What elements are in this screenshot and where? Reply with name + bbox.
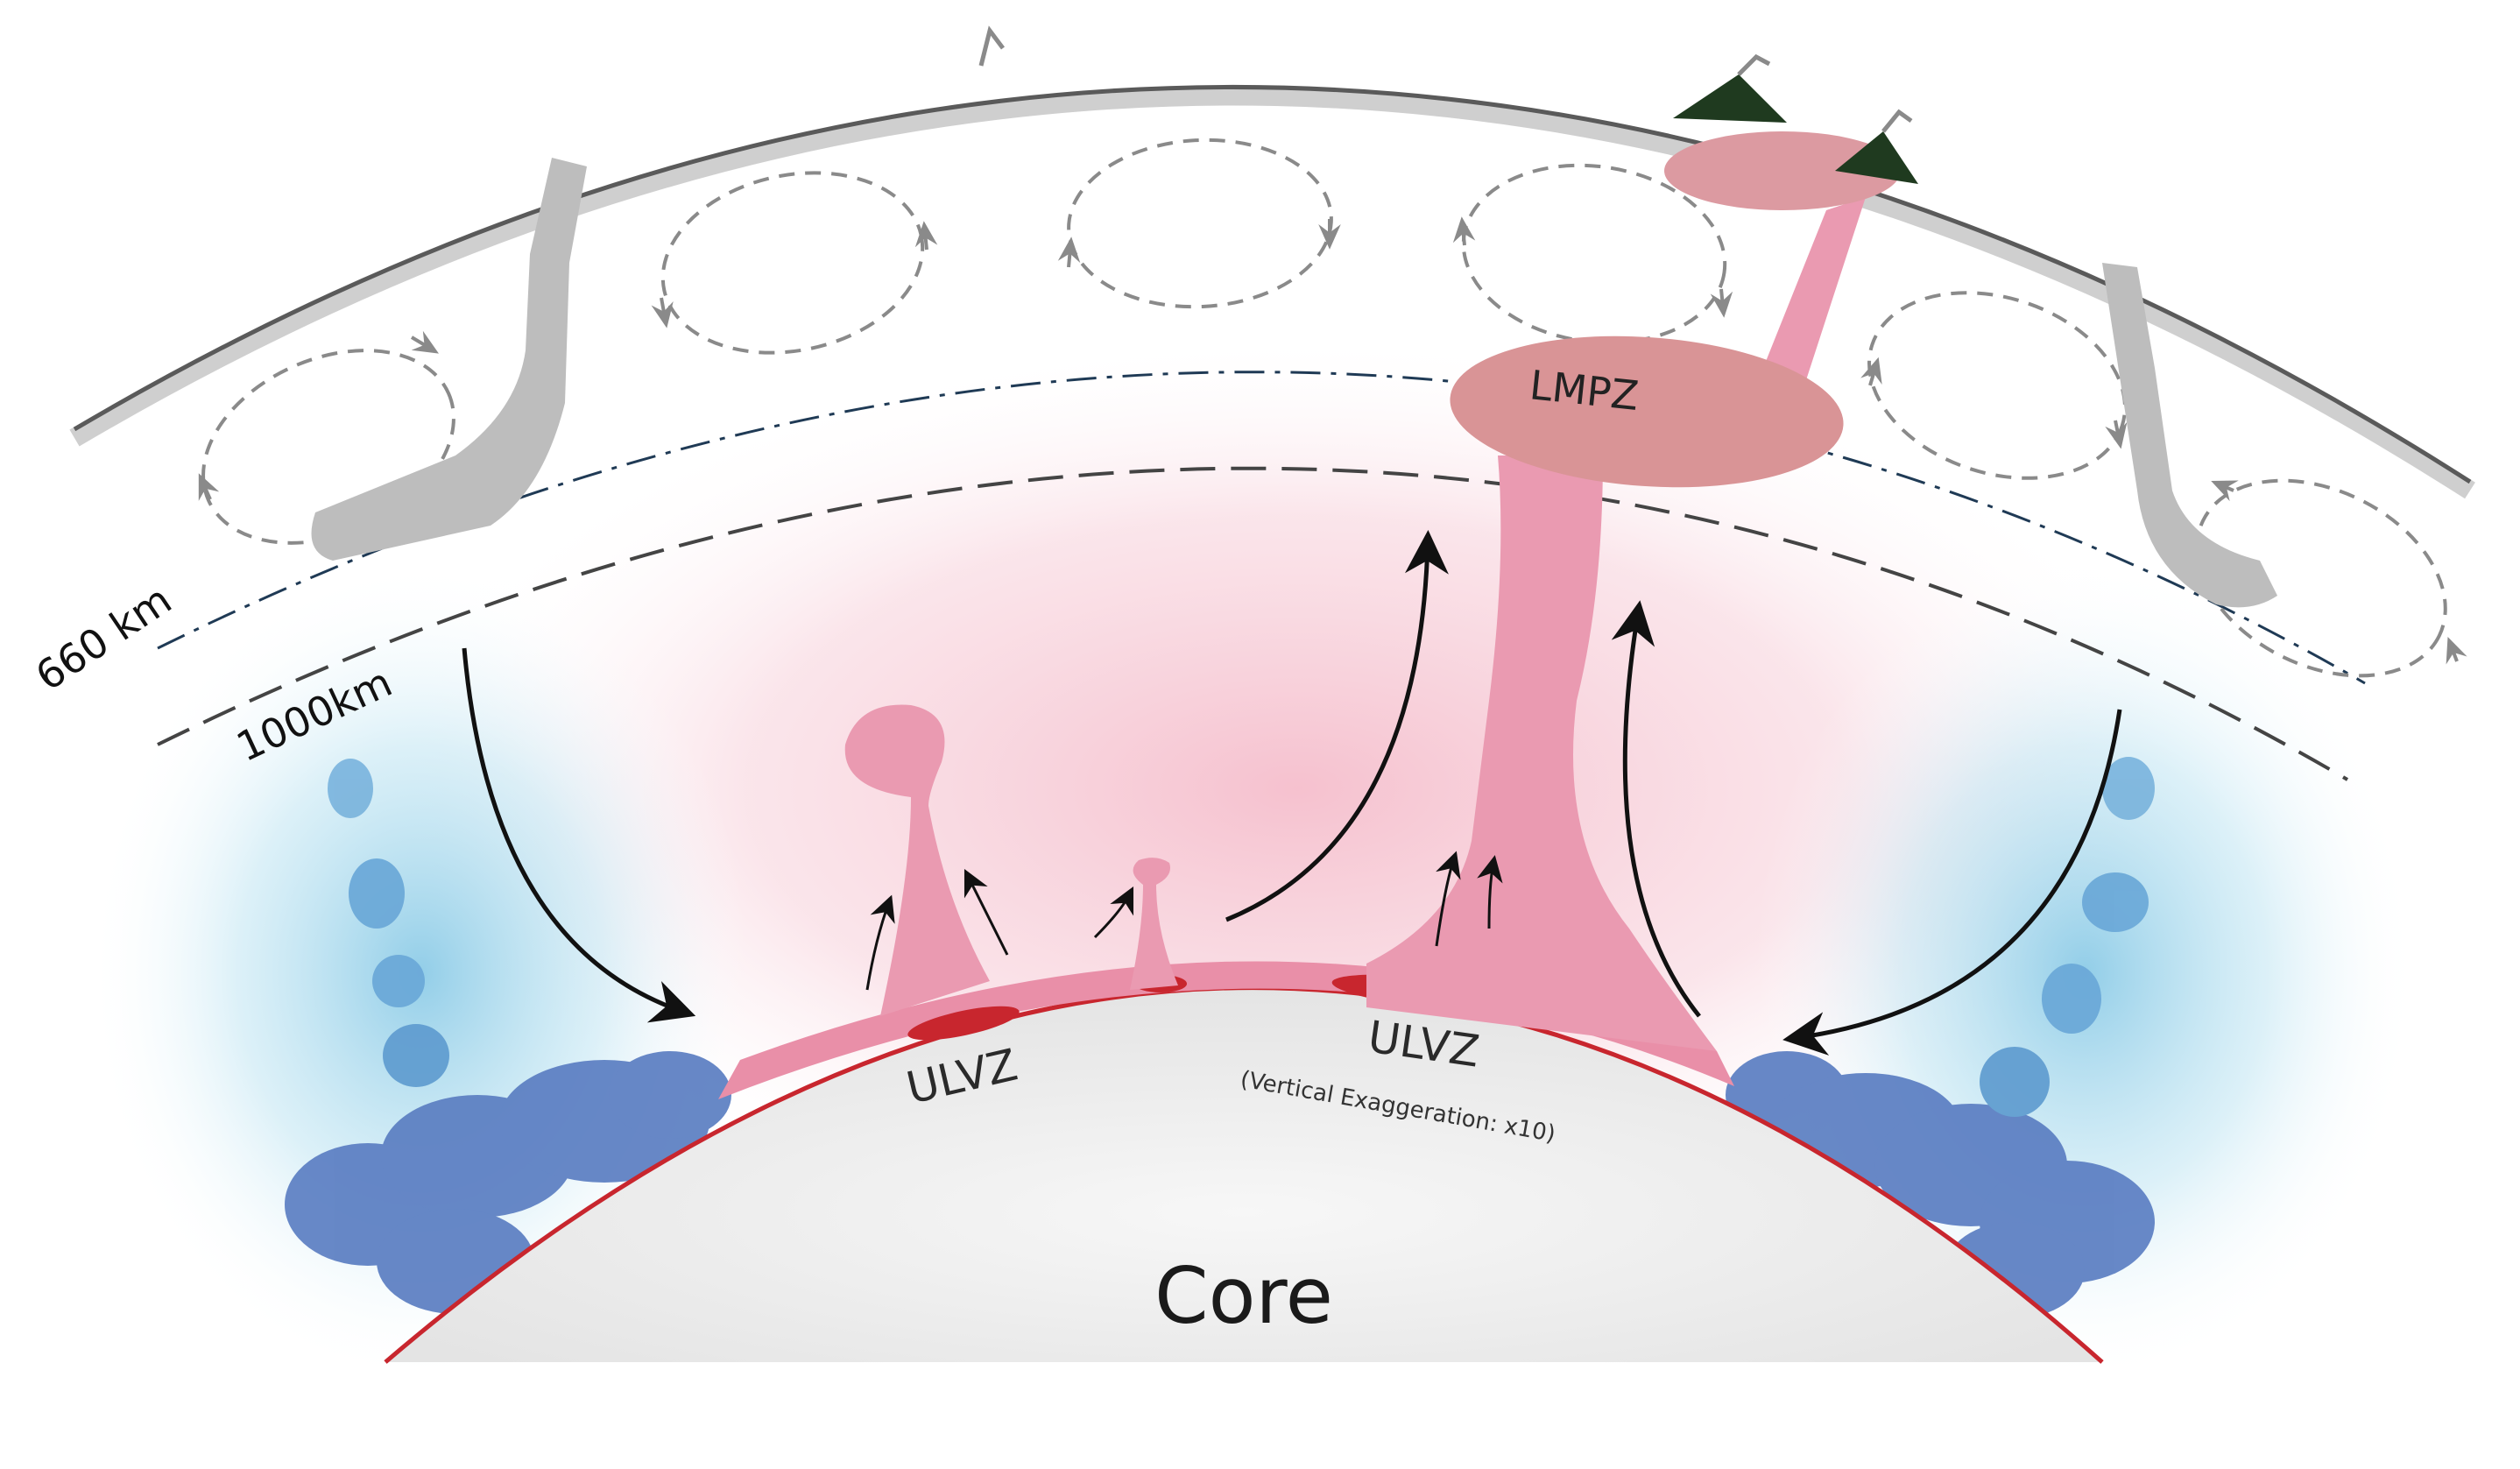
small-plumes	[844, 704, 1178, 1016]
ridge-marker	[978, 25, 1005, 67]
major-plume	[1366, 456, 1717, 1051]
convection-cell-6	[2195, 478, 2447, 678]
1000km-boundary-line	[157, 466, 2349, 781]
volcano-plume-1	[1737, 53, 1771, 76]
cold-piles-right	[1726, 757, 2155, 1318]
convection-arrowheads	[198, 216, 2467, 665]
downwelling-arrow-left	[462, 647, 696, 1023]
plume-small	[1130, 858, 1178, 990]
ulvz-patch-left	[907, 1006, 1020, 1041]
lmpz-zone	[1450, 335, 1844, 488]
upwelling-arrow-center	[1225, 530, 1449, 922]
surface-volcanoes	[1673, 53, 1918, 184]
depth-label-660km: 660 km	[27, 576, 180, 700]
small-flow-arrows	[865, 851, 1503, 991]
core	[385, 987, 2102, 1362]
surface-melt-pocket	[1664, 131, 1901, 210]
core-label: Core	[1154, 1251, 1333, 1341]
plume-conduit-upper	[1756, 197, 1866, 385]
convection-cell-2	[660, 171, 925, 355]
subducting-slab-left	[311, 158, 587, 561]
volcano-plume-2	[1881, 109, 1913, 133]
volcano-2	[1835, 131, 1918, 184]
volcano-1	[1673, 74, 1787, 123]
upwelling-arrow-right	[1611, 600, 1701, 1018]
flow-arrows	[462, 530, 2122, 1056]
plume-medium	[844, 704, 990, 1016]
downwelling-arrow-right	[1782, 709, 2122, 1056]
subducting-slabs	[311, 158, 2277, 608]
lmpz-label: LMPZ	[1528, 361, 1641, 420]
convection-cell-3	[1067, 138, 1333, 309]
earth-surface	[69, 84, 2475, 499]
subducting-slab-right	[2102, 263, 2277, 608]
